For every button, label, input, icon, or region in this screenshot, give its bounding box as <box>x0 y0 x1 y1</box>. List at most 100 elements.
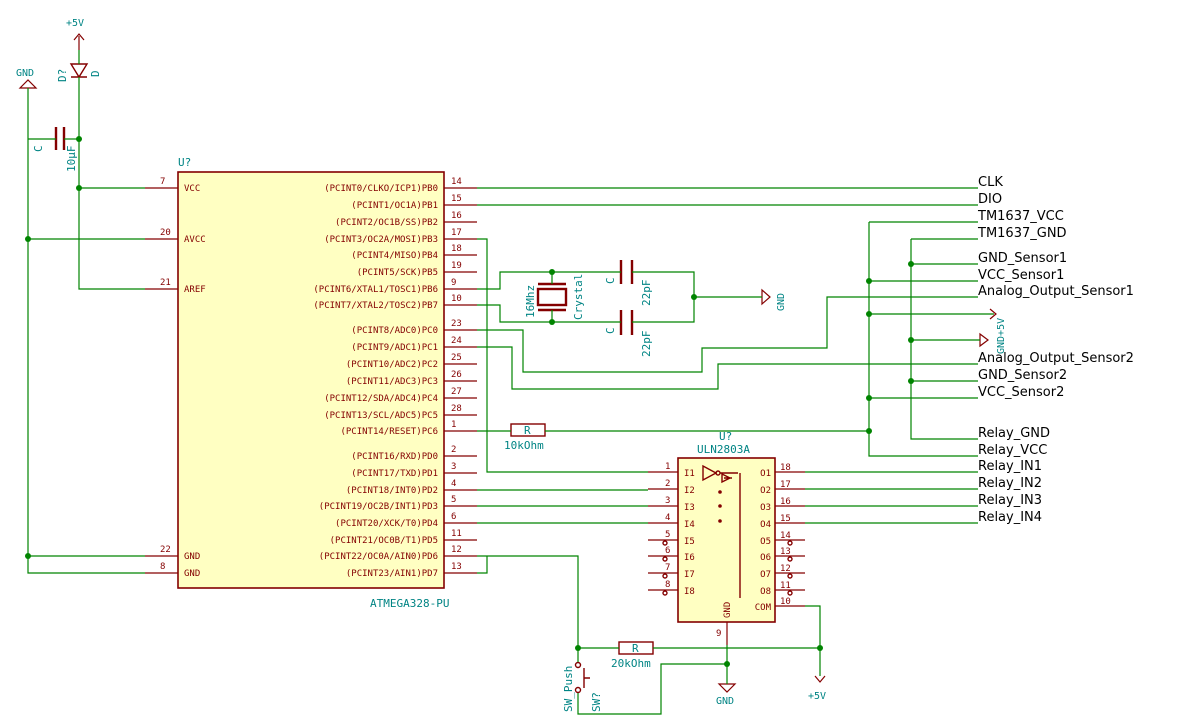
crystal-ref: 16Mhz <box>524 285 537 318</box>
net-label-tm1637-gnd: TM1637_GND <box>977 226 1067 241</box>
uln-pin-5-num: 5 <box>665 530 670 540</box>
junctions <box>25 136 914 667</box>
atmega-pin-28-num: 28 <box>451 404 462 414</box>
net-label-relay-gnd: Relay_GND <box>978 426 1050 441</box>
uln-pin-16-num: 16 <box>780 497 791 507</box>
uln-pin-1-name: I1 <box>684 469 695 479</box>
uln-pin-12-name: O7 <box>760 570 771 580</box>
atmega-pin-15-num: 15 <box>451 194 462 204</box>
net-label-vcc-sensor2: VCC_Sensor2 <box>978 385 1064 400</box>
junction-dot <box>866 395 872 401</box>
uln-pin-11-num: 11 <box>780 581 791 591</box>
gnd-plus5-label: GND+5V <box>996 318 1007 354</box>
wire-25 <box>477 556 488 574</box>
net-label-relay-in2: Relay_IN2 <box>978 476 1042 491</box>
uln-pin-14-name: O5 <box>760 537 771 547</box>
wire-36 <box>868 222 978 457</box>
atmega-pin-7-name: VCC <box>184 184 200 194</box>
pushbutton-section: R 20kOhm SW_Push SW? GND +5V <box>562 641 826 712</box>
uln-pin-4-name: I4 <box>684 520 695 530</box>
uln-pin-4-num: 4 <box>665 513 670 523</box>
power-right: GND+5V <box>979 308 1007 354</box>
uln-pin-13-num: 13 <box>780 547 791 557</box>
atmega-pin-21-name: AREF <box>184 285 206 295</box>
gnd-label-crystal: GND <box>776 293 787 311</box>
uln-pin-16-name: O3 <box>760 503 771 513</box>
atmega-pin-15-name: (PCINT1/OC1A)PB1 <box>351 201 438 211</box>
atmega-pin-11-name: (PCINT21/OC0B/T1)PD5 <box>330 536 438 546</box>
junction-dot <box>866 278 872 284</box>
uln-pin-18-name: O1 <box>760 469 771 479</box>
gnd-label-left: GND <box>16 68 34 79</box>
atmega-ref: U? <box>178 156 191 169</box>
atmega-pin-10-num: 10 <box>451 294 462 304</box>
diode-symbol <box>69 63 89 79</box>
atmega-pin-19-name: (PCINT5/SCK)PB5 <box>357 268 438 278</box>
uln-gnd-pin-num: 9 <box>716 629 721 639</box>
switch-actuator <box>583 668 590 688</box>
net-label-gnd-sensor1: GND_Sensor1 <box>978 251 1067 266</box>
atmega-pin-10-name: (PCINT7/XTAL2/TOSC2)PB7 <box>313 301 438 311</box>
atmega-pin-14-name: (PCINT0/CLKO/ICP1)PB0 <box>324 184 438 194</box>
atmega-pin-13-name: (PCINT23/AIN1)PD7 <box>346 569 438 579</box>
wire-10 <box>477 238 648 473</box>
atmega-pin-5-num: 5 <box>451 495 456 505</box>
atmega-pin-7-num: 7 <box>160 177 165 187</box>
atmega-pin-17-name: (PCINT3/OC2A/MOSI)PB3 <box>324 235 438 245</box>
atmega-pin-6-num: 6 <box>451 512 456 522</box>
atmega-pin-9-num: 9 <box>451 278 456 288</box>
atmega-pin-4-num: 4 <box>451 479 456 489</box>
r-reset-ref: R <box>524 424 531 437</box>
atmega-pin-2-num: 2 <box>451 445 456 455</box>
uln-pin-2-name: I2 <box>684 486 695 496</box>
uln-pin-14-nc <box>787 540 793 546</box>
uln-pin-7-nc <box>662 573 668 579</box>
atmega-pin-17-num: 17 <box>451 228 462 238</box>
diode-value: D <box>89 70 102 77</box>
atmega-pin-3-name: (PCINT17/TXD)PD1 <box>351 469 438 479</box>
crystal-value: Crystal <box>572 274 585 320</box>
atmega-pin-24-name: (PCINT9/ADC1)PC1 <box>351 343 438 353</box>
switch-contact-bottom <box>574 686 582 694</box>
atmega-pin-9-name: (PCINT6/XTAL1/TOSC1)PB6 <box>313 285 438 295</box>
atmega-pin-22-name: GND <box>184 552 200 562</box>
uln-dot-3 <box>718 519 722 523</box>
diode-ref: D? <box>56 69 69 82</box>
atmega-pin-11-num: 11 <box>451 529 462 539</box>
wire-11 <box>477 271 553 290</box>
uln2803a-body <box>677 457 776 623</box>
vcc-arrow-top <box>73 33 85 41</box>
crystal-section: 16Mhz Crystal C 22pF C 22pF GND <box>524 260 787 357</box>
uln-pin-13-nc <box>787 556 793 562</box>
net-label-analog-output-sensor2: Analog_Output_Sensor2 <box>978 351 1134 366</box>
reset-resistor: R 10kOhm <box>504 423 546 452</box>
wire-24 <box>477 555 579 662</box>
net-label-relay-vcc: Relay_VCC <box>978 443 1047 458</box>
atmega-pin-20-name: AVCC <box>184 235 206 245</box>
uln-ref: U? <box>719 430 732 443</box>
uln-pin-14-num: 14 <box>780 531 791 541</box>
r-reset-body <box>510 423 546 437</box>
atmega-pin-27-num: 27 <box>451 387 462 397</box>
atmega328-body <box>177 171 445 589</box>
atmega328-component: U? ATMEGA328-PU 7VCC20AVCC21AREF22GND8GN… <box>145 156 477 610</box>
gnd-symbol-left <box>18 79 38 89</box>
junction-dot <box>908 337 914 343</box>
cap-xtal1-value: 22pF <box>640 280 653 307</box>
uln-pin-15-name: O4 <box>760 520 771 530</box>
junction-dot <box>25 553 31 559</box>
junction-dot <box>908 378 914 384</box>
uln-pin-12-num: 12 <box>780 564 791 574</box>
atmega-pin-3-num: 3 <box>451 462 456 472</box>
atmega-pin-1-num: 1 <box>451 420 456 430</box>
gnd-label-bottom: GND <box>716 696 734 707</box>
cap-xtal1-ref: C <box>604 277 617 284</box>
r-pull-value: 20kOhm <box>611 657 651 670</box>
junction-dot <box>25 236 31 242</box>
crystal-body <box>536 287 568 307</box>
atmega-pin-26-name: (PCINT11/ADC3)PC3 <box>346 377 438 387</box>
wire-18 <box>477 346 978 390</box>
r-reset-value: 10kOhm <box>504 439 544 452</box>
